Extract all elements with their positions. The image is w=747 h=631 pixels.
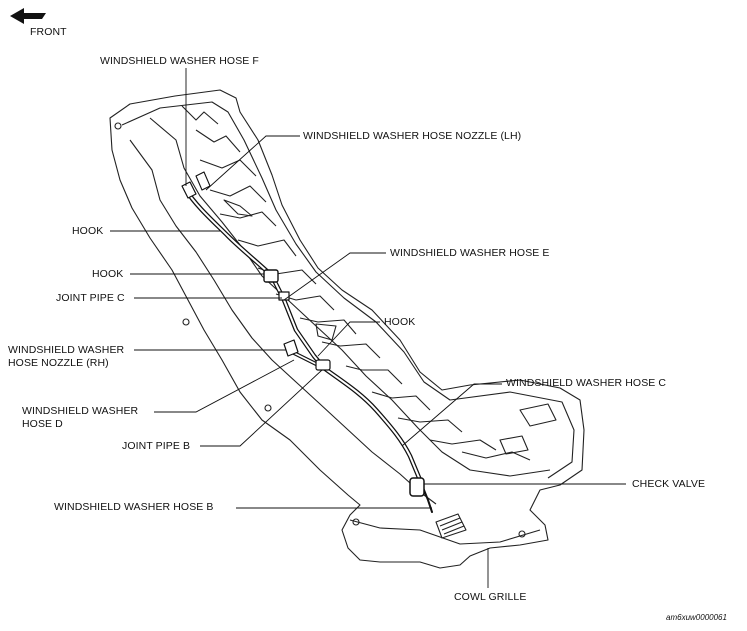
leader-hose-d <box>154 359 295 413</box>
label-cowl-grille: COWL GRILLE <box>454 591 527 603</box>
label-nozzle-rh: WINDSHIELD WASHER HOSE NOZZLE (RH) <box>8 344 125 369</box>
leader-hose-c <box>401 383 502 447</box>
arrow-left-icon <box>10 8 46 24</box>
label-hose-d: WINDSHIELD WASHER HOSE D <box>22 405 139 430</box>
label-nozzle-lh: WINDSHIELD WASHER HOSE NOZZLE (LH) <box>303 130 522 142</box>
leader-hook-3 <box>317 321 380 357</box>
leader-lines <box>110 68 626 588</box>
leader-joint-pipe-b <box>200 369 323 447</box>
label-hose-f: WINDSHIELD WASHER HOSE F <box>100 55 259 67</box>
label-hook-1: HOOK <box>72 225 104 237</box>
front-label: FRONT <box>30 26 67 38</box>
washer-hose-assembly <box>181 171 433 513</box>
label-hose-c: WINDSHIELD WASHER HOSE C <box>506 377 667 389</box>
figure-code: am6xuw0000061 <box>666 613 727 622</box>
leader-hose-e <box>283 252 386 301</box>
label-hose-b: WINDSHIELD WASHER HOSE B <box>54 501 214 513</box>
label-joint-pipe-b: JOINT PIPE B <box>122 440 191 452</box>
cowl-panel <box>109 89 585 569</box>
label-joint-pipe-c: JOINT PIPE C <box>56 292 125 304</box>
label-hook-2: HOOK <box>92 268 124 280</box>
label-check-valve: CHECK VALVE <box>632 478 706 490</box>
leader-nozzle-lh <box>205 135 300 191</box>
label-hose-e: WINDSHIELD WASHER HOSE E <box>390 247 550 259</box>
label-hook-3: HOOK <box>384 316 416 328</box>
